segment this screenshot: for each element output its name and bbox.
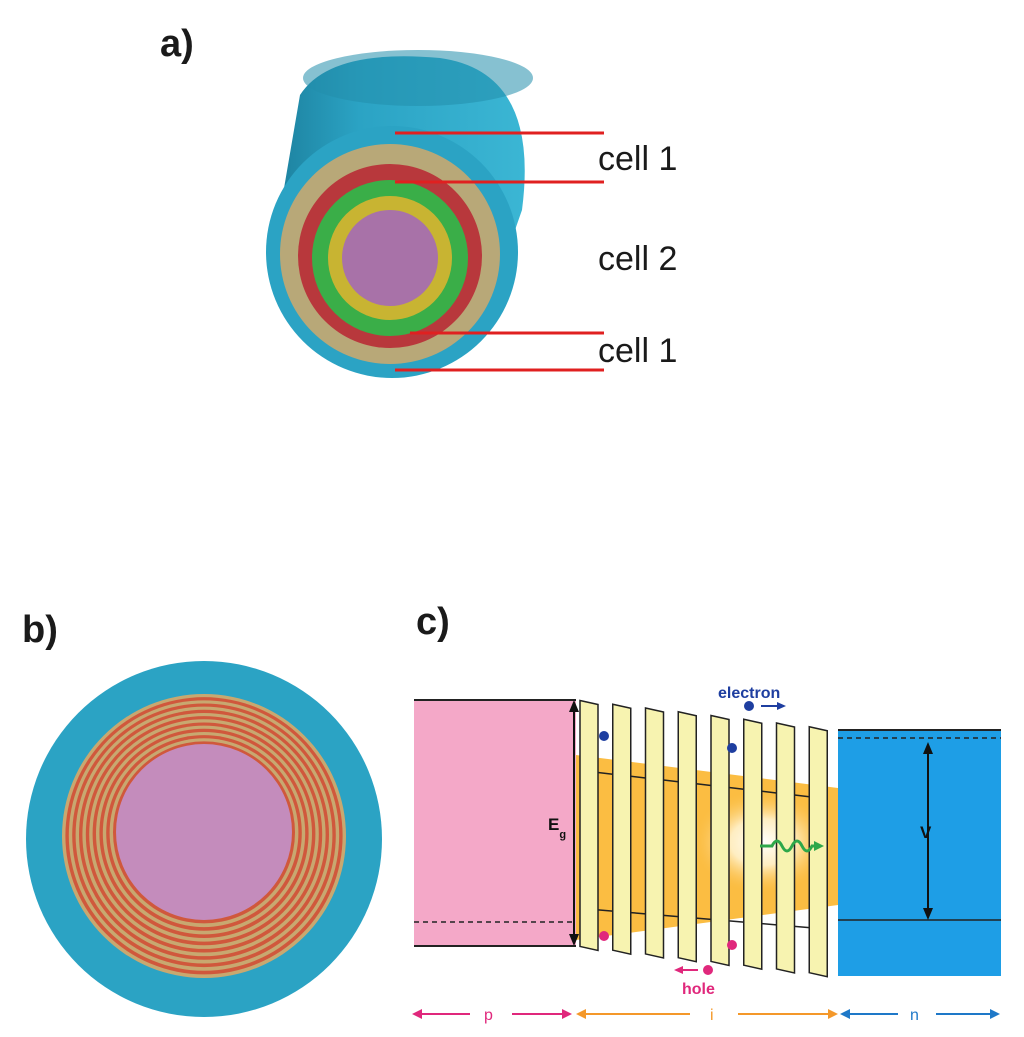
bandgap-arrow — [569, 700, 579, 946]
leader-lines — [395, 131, 604, 372]
band-edge-segment — [794, 794, 810, 798]
annotation-cell-1-top: cell 1 — [598, 140, 677, 178]
panel-a: a) cell 1 cell 2 cell 1 — [160, 23, 677, 378]
n-region — [838, 730, 1001, 976]
barrier-stripe — [612, 703, 632, 956]
electron-dot-1 — [599, 731, 609, 741]
cylinder-top-cap — [303, 50, 533, 106]
panel-b: b) — [22, 609, 382, 1017]
hole-label: hole — [682, 981, 715, 998]
voltage-label: V — [920, 823, 932, 842]
barrier-stripe — [710, 714, 730, 967]
electron-dot-3 — [744, 701, 754, 711]
band-edge-segment — [696, 783, 712, 787]
barrier-stripe — [644, 707, 665, 959]
barrier-stripe — [775, 722, 796, 974]
voltage-arrow — [923, 742, 933, 920]
photon-squiggle — [760, 839, 818, 853]
hole-dot-2 — [727, 940, 737, 950]
panel-c: c) Eg V — [412, 601, 1001, 1024]
band-edge-segment — [761, 790, 777, 794]
core — [342, 210, 438, 306]
hole-dot-1 — [599, 931, 609, 941]
bandgap-label: Eg — [548, 815, 566, 841]
band-edge-segment — [794, 925, 810, 929]
panel-a-label: a) — [160, 23, 194, 65]
band-edge-segment — [663, 914, 679, 918]
electron-label: electron — [718, 685, 780, 702]
band-edge-segment — [630, 775, 646, 779]
quantum-wells — [579, 699, 828, 978]
band-edge-segment — [728, 786, 744, 790]
band-edge-segment — [696, 917, 712, 921]
band-edge-segment — [663, 779, 679, 783]
photon-arrowhead — [814, 841, 824, 851]
i-region-arrow — [576, 1009, 838, 1019]
hole-arrow — [674, 966, 698, 974]
electron-arrow — [761, 702, 786, 710]
band-edge-segment — [597, 771, 613, 775]
cross-section-core — [116, 744, 292, 920]
nanowire-cylinder — [266, 50, 533, 378]
barrier-stripe — [808, 725, 828, 978]
n-region-arrow — [840, 1009, 1000, 1019]
band-edge-segment — [728, 920, 744, 923]
electron-dot-2 — [727, 743, 737, 753]
hole-dot-3 — [703, 965, 713, 975]
annotation-cell-1-bottom: cell 1 — [598, 332, 677, 370]
barrier-stripe — [743, 718, 763, 971]
barrier-stripe — [677, 710, 697, 963]
annotation-cell-2: cell 2 — [598, 240, 677, 278]
electrons — [599, 701, 754, 753]
holes — [599, 931, 737, 975]
panel-c-label: c) — [416, 601, 450, 643]
p-region — [414, 700, 576, 946]
p-region-arrow — [412, 1009, 572, 1019]
band-edge-segment — [597, 909, 613, 912]
panel-b-label: b) — [22, 609, 58, 651]
p-region-label: p — [484, 1007, 493, 1024]
band-edge-segment — [630, 911, 646, 915]
n-region-label: n — [910, 1007, 919, 1024]
barrier-stripe — [579, 699, 599, 952]
band-edge-segment — [761, 922, 777, 926]
i-region-label: i — [710, 1007, 714, 1024]
